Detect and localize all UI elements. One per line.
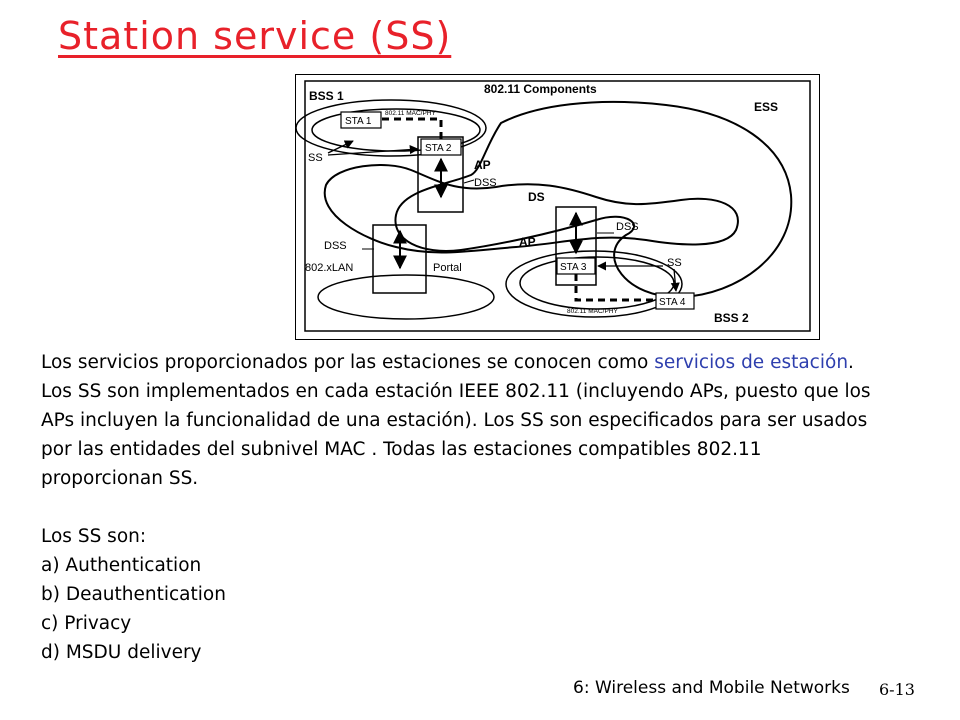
portal-box	[372, 224, 427, 294]
ss-arrow-2b	[670, 268, 680, 292]
bss1-outer	[296, 99, 487, 157]
dss-label-2: DSS	[324, 240, 347, 252]
highlighted-term: servicios de estación	[654, 352, 849, 373]
page-number: 6-13	[879, 680, 915, 699]
sta2-label: STA 2	[425, 143, 452, 154]
ds-cloud	[323, 164, 739, 254]
diagram-title: 802.11 Components	[484, 82, 597, 96]
slide-footer: 6: Wireless and Mobile Networks	[573, 678, 850, 698]
description-paragraph: Los servicios proporcionados por las est…	[41, 348, 881, 493]
ap2-box	[555, 206, 597, 286]
lan-ellipse	[317, 274, 495, 320]
list-item: a) Authentication	[41, 555, 202, 576]
bss1-label: BSS 1	[309, 89, 344, 103]
sta4-label: STA 4	[659, 297, 686, 308]
sta4-box	[655, 292, 695, 310]
mac-phy-label-2: 802.11 MAC/PHY	[567, 308, 618, 315]
mac-phy-label-1: 802.11 MAC/PHY	[385, 110, 436, 117]
ss-label-2: SS	[667, 257, 682, 269]
ss-arrow-1a	[327, 140, 354, 154]
sta1-box	[340, 111, 382, 129]
ss-list: Los SS son: a) Authentication b) Deauthe…	[41, 522, 226, 667]
bss2-label: BSS 2	[714, 311, 749, 325]
list-item: b) Deauthentication	[41, 584, 226, 605]
ss-label-1: SS	[308, 152, 323, 164]
paragraph-text-1: Los servicios proporcionados por las est…	[41, 352, 655, 373]
diagram-frame	[304, 80, 811, 332]
dss-pointer-1	[463, 179, 475, 184]
slide-title: Station service (SS)	[58, 14, 452, 58]
dss-label-3: DSS	[616, 221, 639, 233]
sta3-label: STA 3	[560, 262, 587, 273]
ess-boundary	[394, 100, 793, 299]
paragraph-text-2: . Los SS son implementados en cada estac…	[41, 352, 871, 489]
list-intro: Los SS son:	[41, 526, 147, 547]
dss-label-1: DSS	[474, 177, 497, 189]
mac-phy-link-2	[574, 274, 656, 302]
ess-label: ESS	[754, 100, 778, 114]
list-item: c) Privacy	[41, 613, 132, 634]
ss-arrow-1b	[327, 145, 419, 156]
list-item: d) MSDU delivery	[41, 642, 202, 663]
ds-label: DS	[528, 190, 545, 204]
portal-label: Portal	[433, 262, 462, 274]
xlan-label: 802.xLAN	[305, 262, 353, 274]
ap-label-2: AP	[519, 235, 536, 249]
ap-label-1: AP	[474, 158, 491, 172]
bss2-outer	[505, 250, 683, 318]
components-diagram: 802.11 Components BSS 1 ESS STA 1 802.11…	[295, 74, 820, 340]
sta1-label: STA 1	[345, 116, 372, 127]
mac-phy-link-1	[382, 117, 443, 139]
